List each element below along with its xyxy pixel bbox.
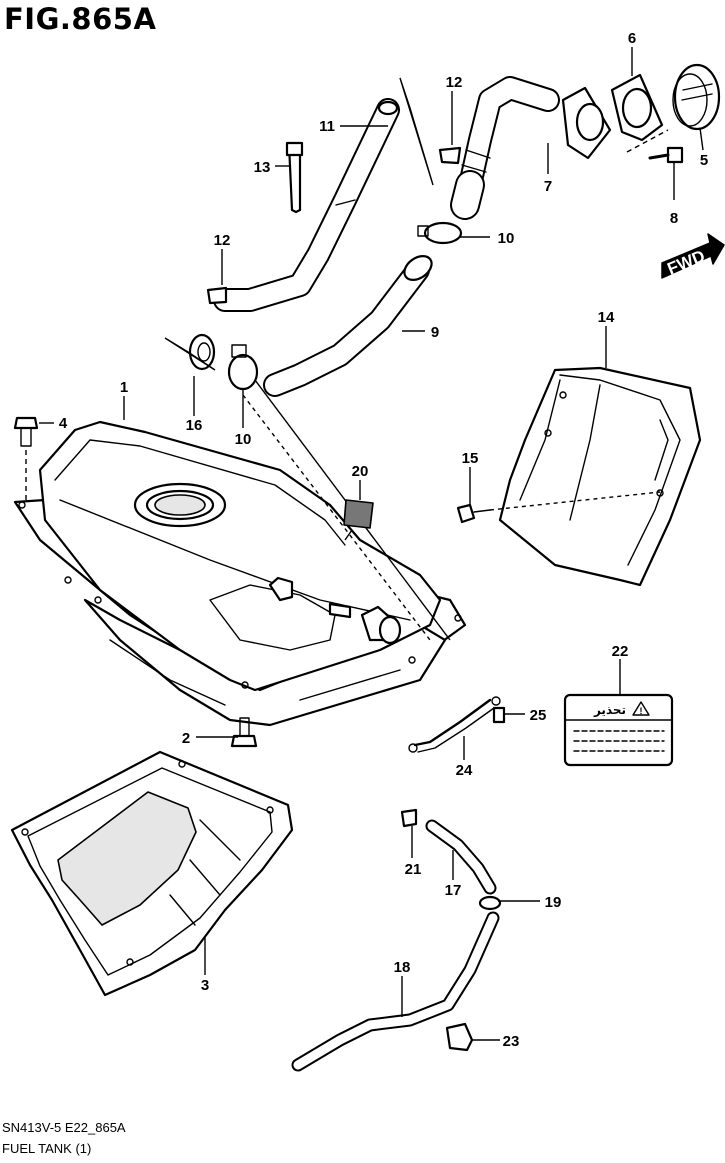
part-14-heat-shield [498,366,702,587]
part-18-pipe [291,911,500,1072]
callout-12-lower: 12 [214,232,231,249]
callout-9: 9 [431,324,439,341]
part-25-bolt [492,706,506,724]
part-3-tank-protector [10,750,294,997]
callout-13: 13 [254,159,271,176]
callout-7: 7 [544,178,552,195]
callout-22: 22 [612,643,629,660]
callout-12-upper: 12 [446,74,463,91]
part-19-clamp [478,895,502,911]
part-24-ground-strap [408,696,501,753]
part-22-warning-label: تحذير ! [563,693,674,767]
callout-4: 4 [59,415,68,432]
leader-lines [39,47,704,1041]
callout-labels: 1 2 3 4 5 6 7 8 9 10 10 11 12 12 13 14 1… [59,30,708,1050]
callout-25: 25 [530,707,547,724]
part-12-clip-upper [438,146,462,165]
warning-triangle-icon: ! [640,706,643,716]
part-4-bolt [13,416,39,500]
callout-6: 6 [628,30,636,47]
part-11-breather-hose [213,98,400,312]
part-8-screw [648,146,684,164]
part-6-filler-flange [561,73,664,160]
part-12-clip-lower [206,286,228,305]
part-2-bolt [230,717,258,748]
warning-label-heading: تحذير [593,703,626,717]
part-10-hose-clamp-upper [417,221,463,245]
callout-3: 3 [201,977,209,994]
part-1-fuel-tank [13,420,467,727]
callout-15: 15 [462,450,479,467]
part-17-hose [425,819,497,895]
fwd-label: FWD [665,246,708,278]
callout-8: 8 [670,210,678,227]
part-16-grommet [188,333,216,371]
part-10-hose-clamp-lower [227,344,259,391]
part-13-tie-band [285,141,304,214]
callout-5: 5 [700,152,708,169]
callout-17: 17 [445,882,462,899]
callout-14: 14 [598,309,615,326]
part-23-clip [445,1022,474,1052]
callout-21: 21 [405,861,422,878]
part-20-label [343,499,374,529]
callout-2: 2 [182,730,190,747]
callout-24: 24 [456,762,473,779]
part-15-clip [456,503,491,524]
part-5-fuel-cap [672,63,721,131]
fwd-direction-arrow: FWD [661,233,725,279]
figure-code: SN413V-5 E22_865A [2,1120,126,1135]
part-7-filler-neck [450,76,560,220]
figure-caption: FUEL TANK (1) [2,1141,92,1156]
callout-10-lower: 10 [235,431,252,448]
callout-16: 16 [186,417,203,434]
callout-1: 1 [120,379,128,396]
callout-10-upper: 10 [498,230,515,247]
figure-title: FIG.865A [4,2,157,36]
part-21-clip [400,808,418,828]
part-9-filler-hose [263,255,433,397]
callout-11: 11 [319,118,335,135]
callout-20: 20 [352,463,369,480]
callout-18: 18 [394,959,411,976]
callout-19: 19 [545,894,562,911]
callout-23: 23 [503,1033,520,1050]
